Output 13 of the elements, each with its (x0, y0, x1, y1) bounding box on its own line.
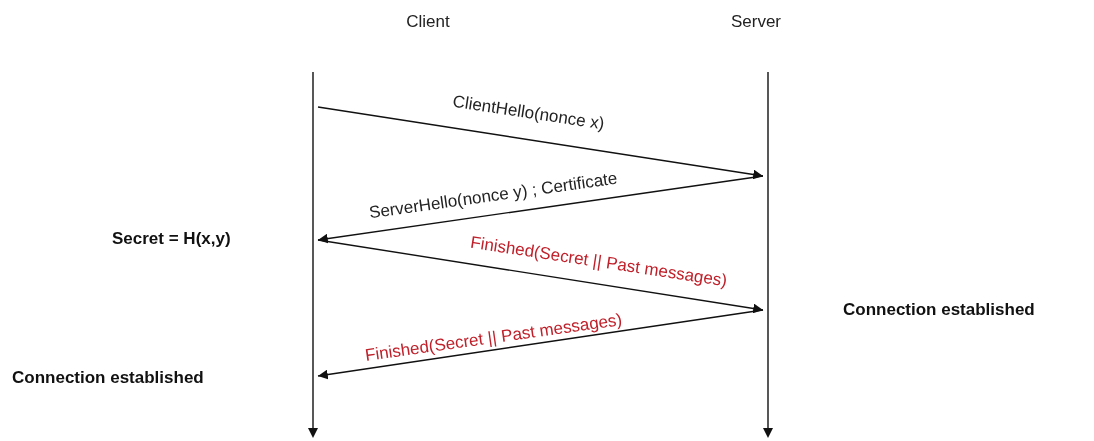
message-label: ServerHello(nonce y) ; Certificate (367, 168, 619, 224)
side-note: Secret = H(x,y) (112, 229, 231, 249)
message-arrow (317, 309, 764, 380)
message-arrow (317, 239, 764, 314)
lifeline-arrow (308, 72, 318, 438)
participant-label: Client (395, 12, 461, 32)
side-note: Connection established (12, 368, 204, 388)
message-arrow (317, 175, 764, 244)
message-label: Finished(Secret || Past messages) (363, 310, 623, 366)
message-arrow (317, 106, 764, 180)
participant-label: Server (725, 12, 787, 32)
lifeline-arrow (763, 72, 773, 438)
side-note: Connection established (843, 300, 1035, 320)
